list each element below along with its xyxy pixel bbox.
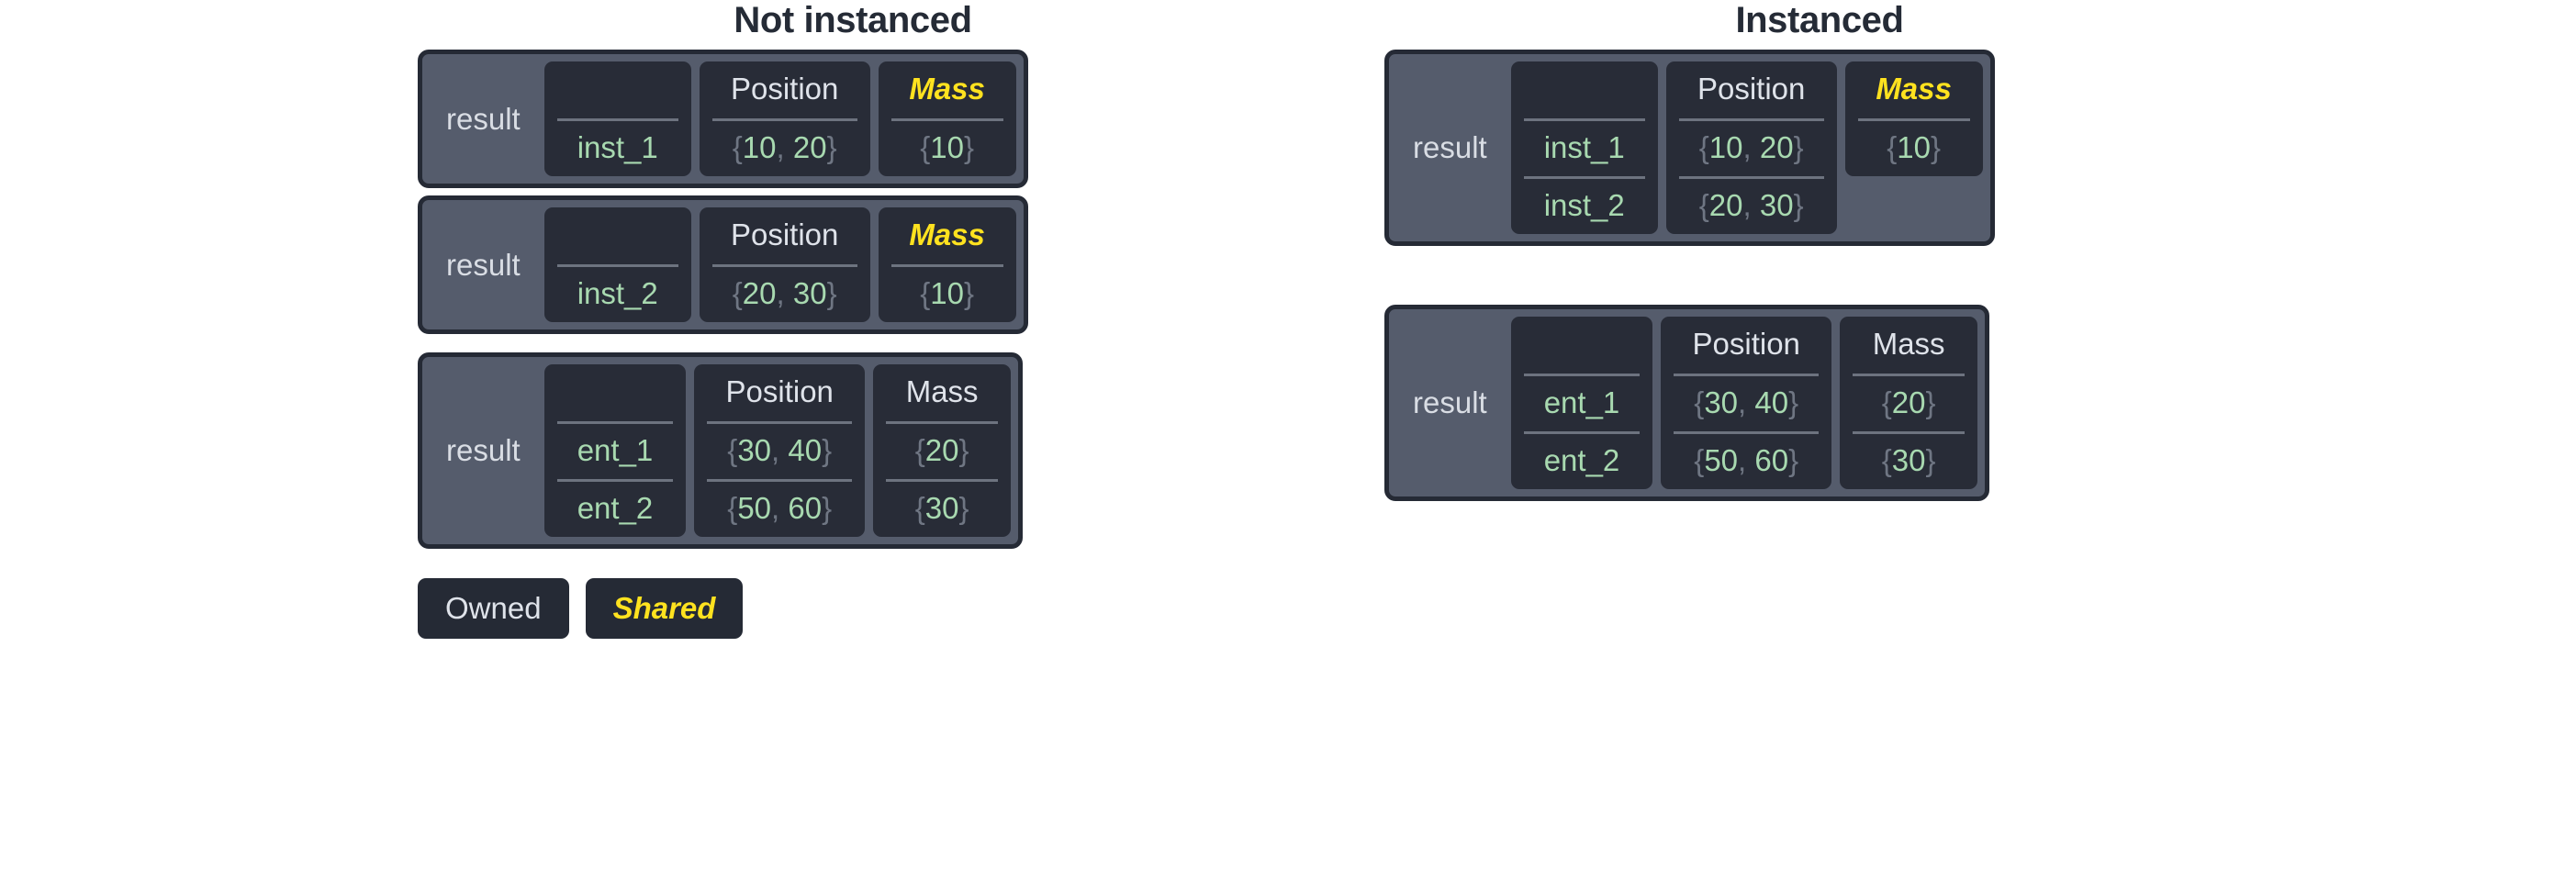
component-value-cell: {20, 30} [711, 264, 857, 322]
result-panel: result ent_1 ent_2 Position {30, 40} {50… [418, 352, 1024, 549]
column-header-blank [544, 364, 687, 421]
component-column-mass: Mass {10} [878, 61, 1016, 176]
entity-name-column: inst_1 [543, 61, 691, 176]
result-panel: result inst_2 Position {20, 30} Mass {10… [418, 195, 1028, 334]
component-value-cell: {20} [886, 421, 999, 479]
column-instanced: Instanced result inst_1 inst_2 Position … [1384, 0, 2302, 519]
entity-name-column: inst_2 [543, 207, 691, 322]
entity-name-cell: ent_2 [556, 479, 674, 537]
result-panel: result ent_1 ent_2 Position {30, 40} {50… [1384, 305, 1990, 501]
entity-name-cell: inst_2 [1523, 176, 1645, 234]
component-value-cell: {30, 40} [1674, 374, 1820, 431]
column-header-position: Position [725, 374, 834, 408]
entity-name-column: ent_1 ent_2 [543, 364, 687, 537]
component-value-cell: {50, 60} [707, 479, 853, 537]
result-label: result [446, 101, 521, 136]
component-column-mass: Mass {10} [878, 207, 1016, 322]
component-value-cell: {30, 40} [707, 421, 853, 479]
result-label: result [446, 433, 521, 467]
column-title-instanced: Instanced [1735, 0, 1904, 40]
result-label: result [1413, 130, 1487, 164]
component-columns: ent_1 ent_2 Position {30, 40} {50, 60} M… [1510, 317, 1978, 489]
result-label: result [446, 247, 521, 282]
entity-name-column: inst_1 inst_2 [1510, 61, 1658, 234]
component-value-cell: {10} [1857, 118, 1970, 176]
result-panel: result inst_1 inst_2 Position {10, 20} {… [1384, 50, 1995, 246]
component-columns: ent_1 ent_2 Position {30, 40} {50, 60} M… [543, 364, 1012, 537]
column-header-mass: Mass [909, 72, 985, 106]
column-header-mass: Mass [909, 218, 985, 251]
component-value-cell: {10} [890, 118, 1003, 176]
component-value-cell: {20, 30} [1678, 176, 1824, 234]
entity-name-cell: ent_2 [1523, 431, 1641, 489]
column-header-blank [1511, 61, 1658, 118]
component-columns: inst_1 inst_2 Position {10, 20} {20, 30}… [1510, 61, 1983, 234]
entity-name-cell: ent_1 [556, 421, 674, 479]
component-column-position: Position {30, 40} {50, 60} [1661, 317, 1832, 489]
entity-name-column: ent_1 ent_2 [1510, 317, 1653, 489]
legend: Owned Shared [418, 578, 744, 639]
entity-name-cell: ent_1 [1523, 374, 1641, 431]
component-columns: inst_2 Position {20, 30} Mass {10} [543, 207, 1016, 322]
component-value-cell: {50, 60} [1674, 431, 1820, 489]
component-value-cell: {30} [1853, 431, 1966, 489]
legend-chip-owned: Owned [418, 578, 569, 639]
component-column-mass: Mass {20} {30} [1840, 317, 1978, 489]
column-header-blank [1511, 317, 1653, 374]
column-header-position: Position [1697, 72, 1806, 106]
component-columns: inst_1 Position {10, 20} Mass {10} [543, 61, 1016, 176]
column-header-mass: Mass [905, 374, 979, 408]
result-label: result [1413, 385, 1487, 419]
component-column-mass: Mass {10} [1844, 61, 1983, 176]
component-column-mass: Mass {20} {30} [873, 364, 1012, 537]
entity-name-cell: inst_2 [556, 264, 678, 322]
component-value-cell: {30} [886, 479, 999, 537]
component-column-position: Position {10, 20} {20, 30} [1665, 61, 1837, 234]
component-value-cell: {20} [1853, 374, 1966, 431]
entity-name-cell: inst_1 [556, 118, 678, 176]
result-panel: result inst_1 Position {10, 20} Mass {10… [418, 50, 1028, 188]
component-value-cell: {10, 20} [711, 118, 857, 176]
column-header-position: Position [730, 72, 839, 106]
component-column-position: Position {20, 30} [699, 207, 870, 322]
component-column-position: Position {30, 40} {50, 60} [694, 364, 866, 537]
column-header-position: Position [730, 218, 839, 251]
component-column-position: Position {10, 20} [699, 61, 870, 176]
column-header-mass: Mass [1872, 327, 1945, 361]
legend-chip-shared: Shared [585, 578, 744, 639]
column-title-not-instanced: Not instanced [734, 0, 972, 40]
component-value-cell: {10, 20} [1678, 118, 1824, 176]
column-header-mass: Mass [1876, 72, 1952, 106]
column-header-position: Position [1692, 327, 1800, 361]
column-header-blank [544, 207, 691, 264]
entity-name-cell: inst_1 [1523, 118, 1645, 176]
component-value-cell: {10} [890, 264, 1003, 322]
column-not-instanced: Not instanced result inst_1 Position {10… [418, 0, 1336, 639]
column-header-blank [544, 61, 691, 118]
